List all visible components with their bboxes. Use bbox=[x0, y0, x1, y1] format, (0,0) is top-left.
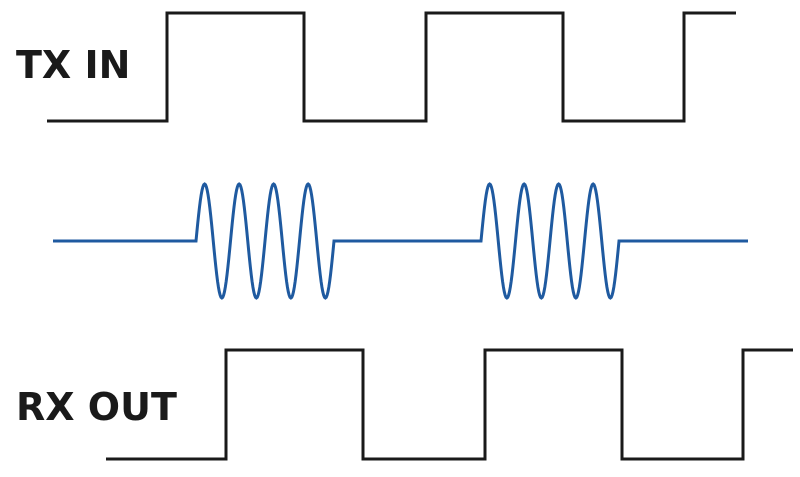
tx-in-waveform bbox=[47, 11, 736, 123]
rx-out-waveform bbox=[106, 348, 793, 461]
tx-in-label: TX IN bbox=[16, 43, 130, 87]
rx-out-label: RX OUT bbox=[16, 385, 177, 429]
modulated-carrier-waveform bbox=[53, 182, 748, 300]
